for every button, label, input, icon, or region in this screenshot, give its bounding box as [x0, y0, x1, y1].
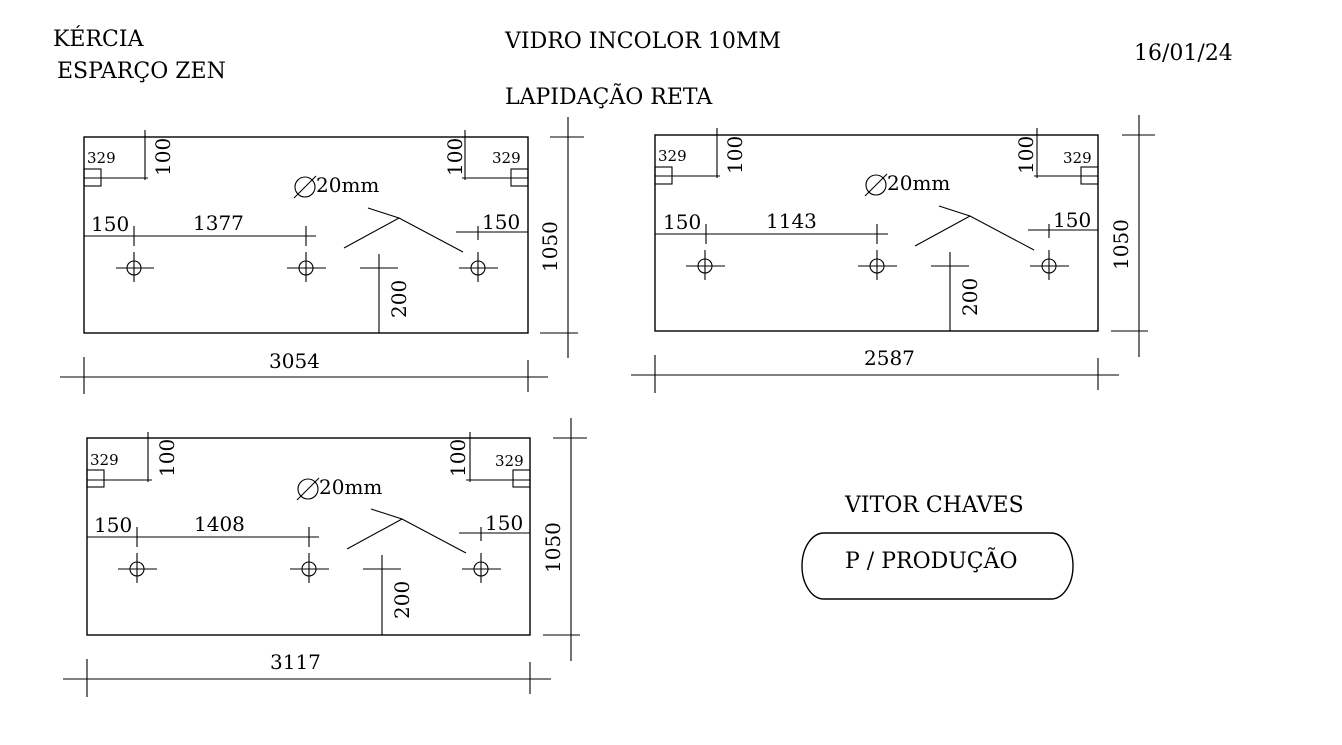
glass-material: VIDRO INCOLOR 10MM: [504, 29, 781, 54]
edge-left-label: 150: [91, 212, 129, 236]
width-label: 3117: [270, 650, 321, 674]
production-stamp: [801, 532, 1074, 600]
glass-outline: [654, 134, 1099, 332]
drawing-date: 16/01/24: [1134, 41, 1233, 66]
edge-right-label: 150: [1053, 208, 1091, 232]
corner-size-right: 329: [1063, 149, 1092, 167]
height-label: 1050: [1109, 219, 1133, 270]
width-label: 2587: [864, 346, 915, 370]
edge-left-label: 150: [663, 210, 701, 234]
hole-marker: [1030, 250, 1069, 280]
hole-marker: [116, 252, 154, 282]
hole-spacing-label: 1143: [766, 209, 817, 233]
height-label: 1050: [538, 221, 562, 272]
corner-dim-left: [87, 432, 152, 482]
glass-piece-1: 329 329 100 100 150 1377 150 20mm 200 10…: [60, 117, 584, 394]
hole-spacing-line: [87, 527, 319, 547]
diameter-symbol: [297, 478, 319, 500]
hole-height-line: [363, 555, 401, 635]
hole-height-label: 200: [390, 581, 414, 619]
edge-right-line: [459, 527, 530, 541]
width-dim-line: [60, 357, 548, 394]
corner-offset-right: 100: [443, 138, 467, 176]
height-label: 1050: [541, 522, 565, 573]
width-dim-line: [63, 659, 551, 697]
diameter-symbol: [294, 176, 316, 198]
hole-height-line: [360, 254, 398, 333]
glass-outline: [83, 136, 529, 334]
hole-spacing-line: [84, 226, 316, 246]
corner-offset-left: 100: [723, 136, 747, 174]
hole-marker: [459, 252, 498, 282]
corner-offset-left: 100: [155, 439, 179, 477]
corner-notch-right: [512, 469, 531, 488]
corner-dim-left: [655, 128, 720, 178]
corner-dim-left: [84, 130, 148, 180]
height-dim-line: [543, 418, 587, 661]
corner-offset-right: 100: [1014, 136, 1038, 174]
diameter-symbol: [865, 174, 887, 196]
corner-dim-right: [466, 432, 530, 482]
leader-lines: [346, 508, 467, 554]
height-dim-line: [1111, 115, 1155, 357]
hole-marker: [462, 553, 501, 583]
hole-diameter-label: 20mm: [319, 475, 382, 499]
author-name: VITOR CHAVES: [844, 493, 1024, 518]
corner-size-right: 329: [492, 149, 521, 167]
client-name: KÉRCIA: [53, 25, 145, 52]
edge-right-label: 150: [485, 511, 523, 535]
edge-finish: LAPIDAÇÃO RETA: [505, 82, 713, 110]
height-dim-line: [540, 117, 584, 358]
corner-size-left: 329: [87, 149, 116, 167]
corner-notch-left: [86, 469, 105, 488]
hole-height-line: [931, 252, 969, 331]
hole-spacing-line: [655, 224, 888, 244]
edge-right-label: 150: [482, 210, 520, 234]
corner-dim-right: [1034, 128, 1098, 178]
corner-offset-right: 100: [446, 439, 470, 477]
glass-piece-2: 329 329 100 100 150 1143 150 20mm 200 10…: [631, 115, 1155, 393]
hole-spacing-label: 1377: [193, 211, 244, 235]
hole-marker: [287, 252, 326, 282]
hole-diameter-label: 20mm: [316, 173, 379, 197]
hole-marker: [290, 553, 329, 583]
width-label: 3054: [269, 349, 320, 373]
production-stamp-label: P / PRODUÇÃO: [845, 546, 1018, 574]
leader-lines: [343, 207, 464, 253]
corner-size-left: 329: [90, 451, 119, 469]
hole-marker: [858, 250, 897, 280]
hole-spacing-label: 1408: [194, 512, 245, 536]
corner-size-left: 329: [658, 147, 687, 165]
leader-lines: [914, 205, 1035, 251]
hole-marker: [118, 553, 157, 583]
hole-marker: [686, 250, 725, 280]
edge-right-line: [456, 226, 528, 240]
width-dim-line: [631, 355, 1119, 393]
edge-right-line: [1028, 224, 1098, 238]
corner-dim-right: [462, 130, 528, 180]
project-name: ESPARÇO ZEN: [57, 59, 226, 84]
hole-diameter-label: 20mm: [887, 171, 950, 195]
glass-piece-3: 329 329 100 100 150 1408 150 20mm 200 10…: [63, 418, 587, 697]
corner-offset-left: 100: [151, 138, 175, 176]
hole-height-label: 200: [387, 280, 411, 318]
corner-size-right: 329: [495, 452, 524, 470]
hole-height-label: 200: [958, 278, 982, 316]
edge-left-label: 150: [94, 513, 132, 537]
